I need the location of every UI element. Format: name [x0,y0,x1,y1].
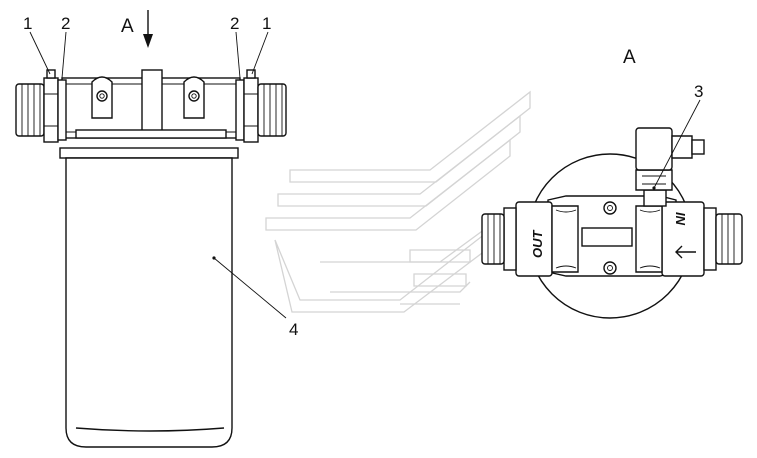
right-washer [235,79,245,141]
sensor-stem [643,189,667,207]
leader-lines-main [29,31,287,319]
head-center-boss [141,69,163,133]
out-port-label: OUT [530,230,545,259]
view-a-arrow [143,10,153,48]
label-part-2-right: 2 [230,14,239,33]
canister-bottom-edge [75,427,225,432]
left-washer [57,79,67,141]
sensor-plug [691,139,705,155]
sensor-connector [671,135,693,159]
flow-arrow-icon [675,245,696,259]
label-part-2-left: 2 [61,14,70,33]
label-part-1-left: 1 [23,14,32,33]
top-bolt-upper [603,201,617,215]
label-part-4: 4 [289,320,298,339]
view-a-left-nut [503,207,517,271]
view-a-right-thread [715,213,743,265]
head-lug-left [91,76,113,119]
view-a-right-nut [703,207,717,271]
left-nut [43,77,59,143]
head-bolt-left [96,90,108,102]
view-a-left-thread [481,213,505,265]
head-center-slot [581,227,633,247]
head-bolt-right [188,90,200,102]
left-nut-top [46,69,56,79]
head-lug-right [183,76,205,119]
top-bolt-lower [603,261,617,275]
left-fitting [15,69,67,143]
right-fitting [235,69,287,143]
right-nut [243,77,259,143]
label-part-1-right: 1 [262,14,271,33]
leader-line-3 [653,99,701,189]
filter-head [61,69,241,139]
label-part-3: 3 [694,82,703,101]
head-base-flange [75,129,227,139]
watermark-logo [265,90,531,313]
filter-canister [59,147,239,448]
label-view-arrow: A [121,16,134,37]
in-port-label: IN [673,212,688,226]
canister-body [65,157,233,448]
view-a-top-view: OUT IN [481,99,743,319]
canister-collar [59,147,239,159]
right-nut-top [246,69,256,79]
label-view-title: A [623,47,636,68]
right-fitting-thread [257,83,287,137]
